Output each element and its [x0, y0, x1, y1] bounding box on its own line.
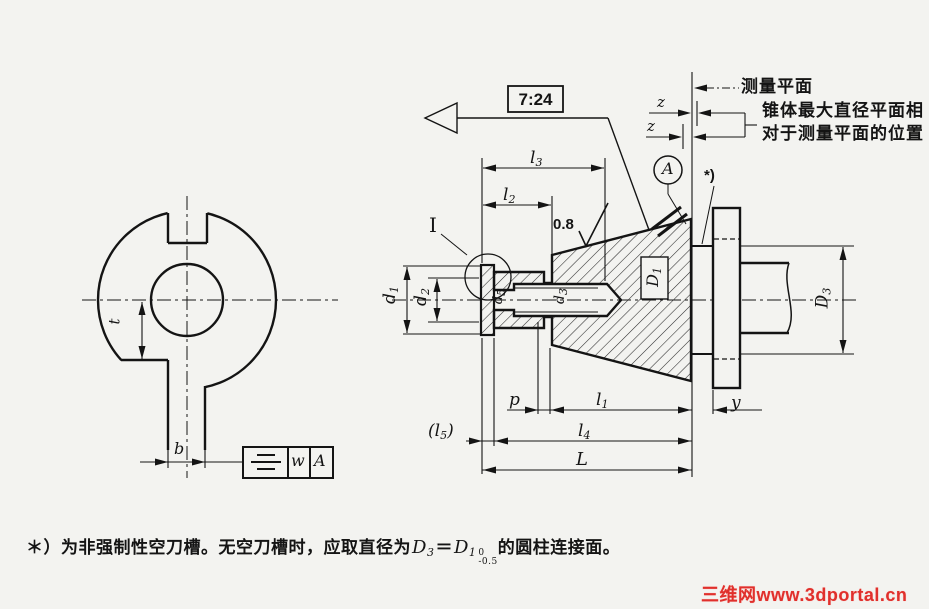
- taper-ratio-label: 7:24: [518, 90, 553, 109]
- dim-label-p: p: [509, 390, 520, 410]
- dim-label-l1: l1: [596, 390, 609, 411]
- measuring-plane-text: 测量平面: [741, 77, 813, 96]
- taper-arrowhead: [423, 101, 458, 135]
- undercut-groove: [692, 245, 713, 355]
- arrowheads: [138, 84, 847, 474]
- dim-label-L: L: [576, 449, 588, 470]
- symmetry-icon: [251, 454, 281, 470]
- zone-note-line2: 对于测量平面的位置: [762, 124, 924, 143]
- roughness-value: 0.8: [553, 216, 574, 233]
- tolerance-datum: A: [314, 451, 326, 470]
- datum-a: [651, 155, 688, 238]
- flange: [711, 206, 742, 390]
- dim-label-D3: D3: [812, 287, 834, 309]
- footnote-marker: ＊）: [26, 538, 61, 557]
- dimension-lines: [403, 158, 854, 474]
- watermark: 三维网www.3dportal.cn: [701, 585, 908, 605]
- dim-label-d3: d3: [551, 288, 570, 304]
- rear-shaft: [740, 261, 792, 335]
- taper-callout: [423, 85, 650, 231]
- dim-label-d5: d5: [491, 288, 509, 305]
- drive-tang: [166, 360, 207, 450]
- gauge-box: [640, 256, 669, 300]
- roughness-icon: [578, 202, 609, 248]
- dim-label-t: t: [105, 318, 124, 325]
- footnote-text-after: 的圆柱连接面。: [497, 538, 621, 557]
- footnote-text-before: 为非强制性空刀槽。无空刀槽时，应取直径为: [61, 538, 411, 557]
- section-view: [392, 72, 856, 477]
- tolerance-stack: 0 -0.5: [478, 548, 498, 567]
- tolerance-value: w: [291, 451, 305, 470]
- thread-lines: [514, 287, 598, 313]
- footnote: ＊） 为非强制性空刀槽。无空刀槽时，应取直径为 D3 ＝ D1 0 -0.5 的…: [26, 533, 621, 567]
- dim-label-d2: d2: [410, 288, 432, 306]
- dim-label-l3: l3: [530, 148, 543, 169]
- detail-label: I: [429, 213, 437, 237]
- datum-label: A: [662, 159, 674, 178]
- z-zone: [646, 101, 757, 149]
- dim-label-z-upper: z: [657, 93, 665, 111]
- end-view: [82, 196, 338, 479]
- dim-label-l4: l4: [578, 421, 591, 442]
- zone-note-line1: 锥体最大直径平面相: [762, 101, 924, 120]
- dim-label-y: y: [731, 393, 741, 413]
- flange-hidden-lines: [714, 238, 739, 360]
- dim-label-D1: D1: [642, 267, 664, 287]
- detail-leader: [440, 233, 468, 256]
- star-leader: [701, 185, 715, 245]
- dim-label-l2: l2: [503, 185, 516, 206]
- dim-label-b: b: [174, 439, 185, 458]
- detail-circle: [464, 253, 512, 301]
- dim-label-l5: (l5): [428, 421, 454, 442]
- dim-label-z-lower: z: [647, 117, 655, 135]
- top-keyway-slot: [166, 213, 209, 245]
- star-label: *): [704, 167, 715, 184]
- dim-label-d1: d1: [379, 286, 401, 304]
